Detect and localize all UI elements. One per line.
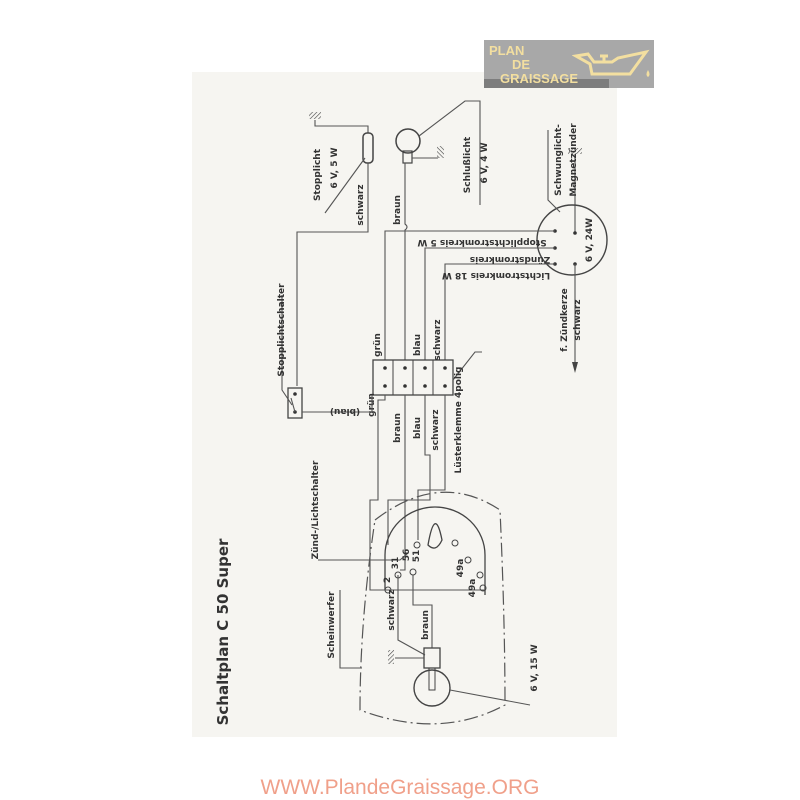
components-switch-terminals-0-label: 2	[383, 577, 393, 583]
components-stoplight-wire-label: schwarz	[356, 184, 366, 225]
components-taillight-wire-label: braun	[393, 195, 403, 225]
ground-icon	[568, 148, 582, 154]
components-taillight-name-label: Schlußlicht	[463, 136, 473, 193]
headlight-bulb-icon	[413, 669, 451, 707]
components-stoplight-name-label: Stopplicht	[313, 148, 323, 201]
components-magneto-spark_wire-label: schwarz	[573, 299, 583, 340]
components-terminal-bottom_wires-1-label: braun	[393, 413, 403, 443]
diagram-title: Schaltplan C 50 Super	[214, 538, 232, 725]
footer-watermark: WWW.PlandeGraissage.ORG	[260, 776, 540, 799]
components-stop_switch-name-label: Stopplichtschalter	[277, 283, 287, 377]
logo-text-2: DE	[512, 57, 531, 72]
components-switch-name-label: Zünd-/Lichtschalter	[311, 460, 321, 559]
components-magneto-name2-label: Magnetzünder	[569, 123, 579, 197]
components-switch-terminals-3-label: 51	[412, 550, 422, 563]
components-stoplight-rating-label: 6 V, 5 W	[330, 147, 340, 188]
components-magneto-rating-label: 6 V, 24W	[585, 218, 595, 262]
components-terminal-bottom_wires-3-label: schwarz	[431, 409, 441, 450]
ground-icon	[437, 146, 444, 158]
oil-can-icon	[572, 49, 650, 77]
components-terminal-top_wires-1-label: blau	[413, 334, 423, 356]
logo-text-1: PLAN	[489, 43, 525, 58]
circuit-ignition: Zündstromkreis	[470, 254, 550, 264]
stoplight: Stopplicht 6 V, 5 W schwarz	[296, 112, 374, 386]
components-terminal-name-label: Lüsterklemme 4polig	[454, 366, 464, 473]
arrow-down-icon	[572, 362, 578, 373]
components-terminal-top_wires-0-label: grün	[373, 333, 383, 357]
components-terminal-bottom_wires-2-label: blau	[413, 417, 423, 439]
components-switch-terminals-5-label: 49a	[468, 579, 478, 598]
headlight: Scheinwerfer 6 V, 15 W schwarz braun	[327, 575, 540, 707]
ground-icon	[309, 112, 321, 119]
magneto: Schwunglicht- Magnetzünder 6 V, 24W f. Z…	[384, 123, 608, 373]
taillight-bulb-icon	[395, 128, 421, 154]
ignition-light-switch: Zünd-/Lichtschalter 2 31 56 51 49a 49a	[311, 460, 506, 725]
components-magneto-name1-label: Schwunglicht-	[554, 124, 564, 196]
components-switch-terminals-4-label: 49a	[456, 559, 466, 578]
components-terminal-top_wires-2-label: schwarz	[433, 319, 443, 360]
components-taillight-rating-label: 6 V, 4 W	[480, 142, 490, 183]
stop-switch: Stopplichtschalter (blau)	[277, 283, 373, 419]
components-magneto-spark-label: f. Zündkerze	[560, 288, 570, 351]
components-headlight-rating-label: 6 V, 15 W	[530, 644, 540, 691]
logo: PLAN DE GRAISSAGE	[484, 40, 654, 88]
logo-text-3: GRAISSAGE	[500, 71, 579, 86]
components-headlight-wire2-label: braun	[421, 610, 431, 640]
circuit-light: Lichtstromkreis 18 W	[442, 270, 550, 280]
components-stop_switch-wire-label: (blau)	[330, 406, 360, 416]
taillight: Schlußlicht 6 V, 4 W braun	[393, 100, 490, 360]
components-switch-terminals-1-label: 31	[391, 557, 401, 570]
ground-icon	[388, 650, 394, 664]
components-headlight-wire1-label: schwarz	[387, 589, 397, 630]
circuit-stop: Stopplichtstromkreis 5 W	[417, 237, 546, 247]
logo-band	[484, 79, 609, 88]
components-switch-terminals-2-label: 56	[402, 549, 412, 562]
components-headlight-name-label: Scheinwerfer	[327, 591, 337, 659]
